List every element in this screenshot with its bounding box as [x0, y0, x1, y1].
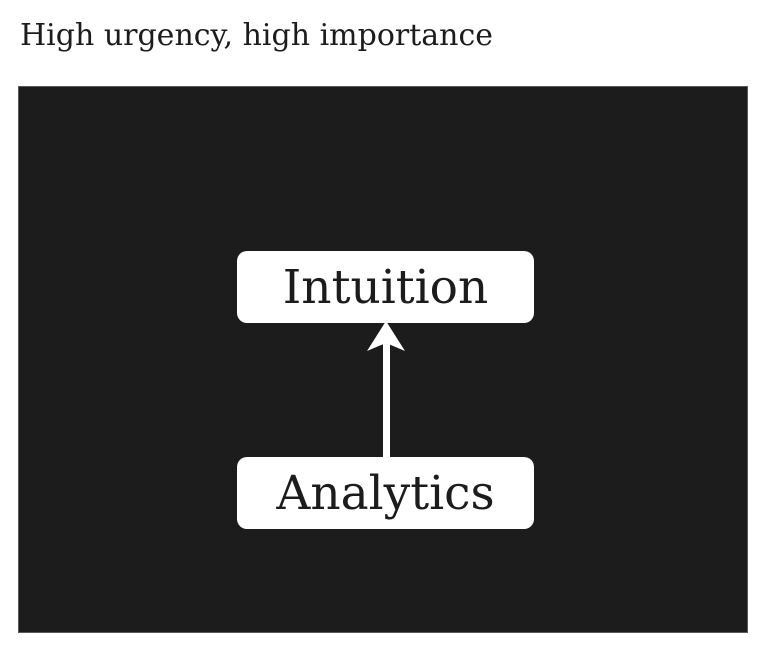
diagram-title: High urgency, high importance [20, 18, 494, 53]
arrow-head [367, 321, 405, 351]
diagram-panel: Intuition Analytics [18, 86, 748, 633]
node-analytics: Analytics [237, 457, 534, 529]
node-intuition: Intuition [237, 251, 534, 323]
up-arrow-icon [367, 321, 405, 459]
arrow-shaft [383, 343, 390, 459]
